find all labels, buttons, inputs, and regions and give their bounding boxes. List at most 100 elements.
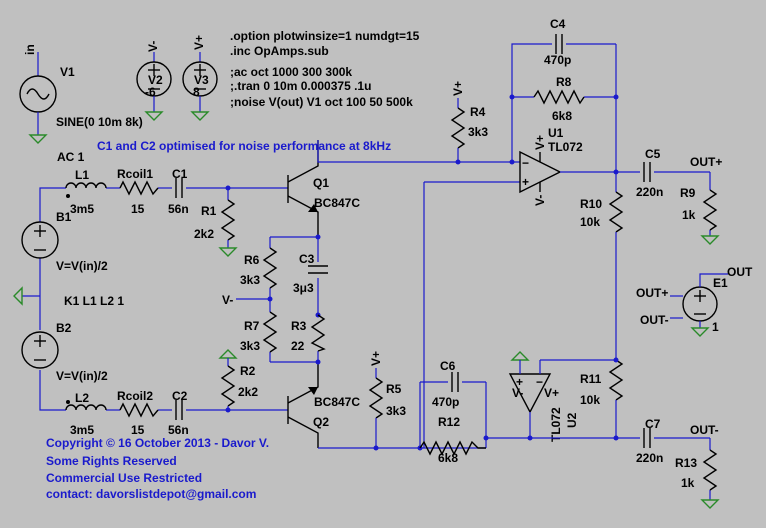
r6-value: 3k3 [240, 273, 260, 287]
r11-value: 10k [580, 393, 600, 407]
capacitor-c7[interactable]: C7 220n [636, 417, 663, 465]
u2-plus-sign: + [516, 375, 523, 389]
r6-name: R6 [244, 253, 260, 267]
source-b1[interactable]: B1 V=V(in)/2 [21, 210, 108, 273]
resistor-r4[interactable]: R4 3k3 V+ [450, 81, 488, 162]
r1-value: 2k2 [194, 227, 214, 241]
coupling-directive[interactable]: K1 L1 L2 1 [64, 294, 124, 308]
directive-tran[interactable]: ;.tran 0 10m 0.000375 .1u [230, 79, 371, 93]
v2-value: -6 [145, 85, 156, 99]
l2-name: L2 [75, 391, 89, 405]
v1-net-label: in [23, 44, 37, 55]
v1-value: SINE(0 10m 8k) [56, 115, 143, 129]
q1-name: Q1 [313, 176, 329, 190]
v2-net-label: V- [146, 41, 160, 52]
u2-minus-sign: − [536, 375, 543, 389]
c5-name: C5 [645, 147, 661, 161]
resistor-r5[interactable]: R5 3k3 V+ [368, 351, 406, 448]
b2-name: B2 [56, 321, 72, 335]
opamp-u2[interactable]: + − V- V+ TL072 U2 [508, 351, 579, 442]
capacitor-c1[interactable]: C1 56n [168, 167, 189, 216]
u1-supply-plus: V+ [533, 135, 547, 150]
c4-value: 470p [544, 53, 571, 67]
l1-name: L1 [75, 168, 89, 182]
source-b2[interactable]: B2 V=V(in)/2 [21, 321, 108, 383]
c1-name: C1 [172, 167, 188, 181]
out-minus-label: OUT- [690, 423, 719, 437]
r10-value: 10k [580, 215, 600, 229]
source-v3[interactable]: V+ V3 8 [182, 35, 218, 121]
capacitor-c3[interactable]: C3 3μ3 [293, 252, 328, 295]
feedback-u2 [417, 381, 619, 451]
c6-name: C6 [440, 359, 456, 373]
commercial-line[interactable]: Commercial Use Restricted [46, 471, 202, 485]
spice-directives: .option plotwinsize=1 numdgt=15 .inc OpA… [230, 29, 420, 109]
resistor-r10[interactable]: R10 10k [580, 172, 624, 358]
r8-value: 6k8 [552, 109, 572, 123]
source-v1[interactable]: in V1 SINE(0 10m 8k) AC 1 [19, 44, 143, 164]
ground-icon [13, 286, 23, 306]
r12-value: 6k8 [438, 451, 458, 465]
r2-value: 2k2 [238, 385, 258, 399]
transistor-q2[interactable]: BC847C Q2 [287, 362, 360, 448]
l1-value: 3m5 [70, 202, 94, 216]
capacitor-c6[interactable]: C6 470p [432, 359, 459, 409]
directive-option[interactable]: .option plotwinsize=1 numdgt=15 [230, 29, 420, 43]
e1-out-label: OUT [727, 265, 753, 279]
input-wiring [22, 185, 288, 413]
r5-value: 3k3 [386, 404, 406, 418]
v3-name: V3 [194, 73, 209, 87]
u2-supply-plus: V+ [544, 386, 559, 400]
u2-supply-minus: V- [512, 386, 523, 400]
inductor-l2[interactable]: L2 3m5 [65, 391, 107, 437]
resistor-r6[interactable]: R6 3k3 [240, 247, 278, 289]
resistor-rcoil1[interactable]: Rcoil1 15 [117, 167, 159, 216]
copyright-block: Copyright © 16 October 2013 - Davor V. S… [46, 436, 269, 501]
v2-name: V2 [148, 73, 163, 87]
c6-value: 470p [432, 395, 459, 409]
resistor-r8[interactable]: R8 6k8 [533, 75, 585, 123]
directive-noise[interactable]: ;noise V(out) V1 oct 100 50 500k [230, 95, 413, 109]
e1-minus-input: OUT- [640, 313, 669, 327]
source-e1[interactable]: OUT OUT+ OUT- E1 1 [636, 265, 753, 337]
copyright-line[interactable]: Copyright © 16 October 2013 - Davor V. [46, 436, 269, 450]
transistor-q1[interactable]: Q1 BC847C [287, 140, 360, 236]
out-plus-label: OUT+ [690, 155, 722, 169]
e1-plus-input: OUT+ [636, 286, 668, 300]
inductor-l1[interactable]: L1 3m5 [65, 168, 107, 216]
directive-ac[interactable]: ;ac oct 1000 300 300k [230, 65, 352, 79]
capacitor-c5[interactable]: C5 220n [636, 147, 663, 199]
resistor-r1[interactable]: R1 2k2 [194, 188, 238, 257]
c2-value: 56n [168, 423, 189, 437]
resistor-rcoil2[interactable]: Rcoil2 15 [117, 389, 159, 437]
resistor-r9[interactable]: R9 1k [680, 186, 718, 231]
e1-name: E1 [713, 276, 728, 290]
opamp-u1[interactable]: − + U1 TL072 V+ V- [519, 126, 616, 206]
r9-name: R9 [680, 186, 696, 200]
capacitor-c4[interactable]: C4 470p [544, 17, 571, 67]
emitter-wiring [236, 234, 321, 365]
feedback-u1 [423, 43, 619, 448]
r8-name: R8 [556, 75, 572, 89]
r11-name: R11 [580, 372, 602, 386]
directive-include[interactable]: .inc OpAmps.sub [230, 44, 329, 58]
capacitor-c2[interactable]: C2 56n [168, 389, 189, 437]
c3-name: C3 [299, 252, 315, 266]
design-note[interactable]: C1 and C2 optimised for noise performanc… [97, 139, 391, 153]
r1-name: R1 [201, 204, 217, 218]
resistor-r13[interactable]: R13 1k [675, 449, 718, 491]
source-v2[interactable]: V- V2 -6 [136, 41, 172, 121]
r10-name: R10 [580, 197, 602, 211]
r4-supply-net: V+ [451, 81, 465, 96]
b2-value: V=V(in)/2 [56, 369, 108, 383]
resistor-r7[interactable]: R7 3k3 [240, 311, 278, 353]
c7-name: C7 [645, 417, 661, 431]
r3-value: 22 [291, 339, 305, 353]
rights-line[interactable]: Some Rights Reserved [46, 454, 177, 468]
v3-value: 8 [193, 85, 200, 99]
resistor-r3[interactable]: R3 22 [291, 314, 326, 353]
resistor-r12[interactable]: R12 6k8 [419, 415, 486, 465]
resistor-r11[interactable]: R11 10k [580, 359, 624, 438]
resistor-r2[interactable]: R2 2k2 [218, 349, 258, 410]
contact-line[interactable]: contact: davorslistdepot@gmail.com [46, 487, 256, 501]
